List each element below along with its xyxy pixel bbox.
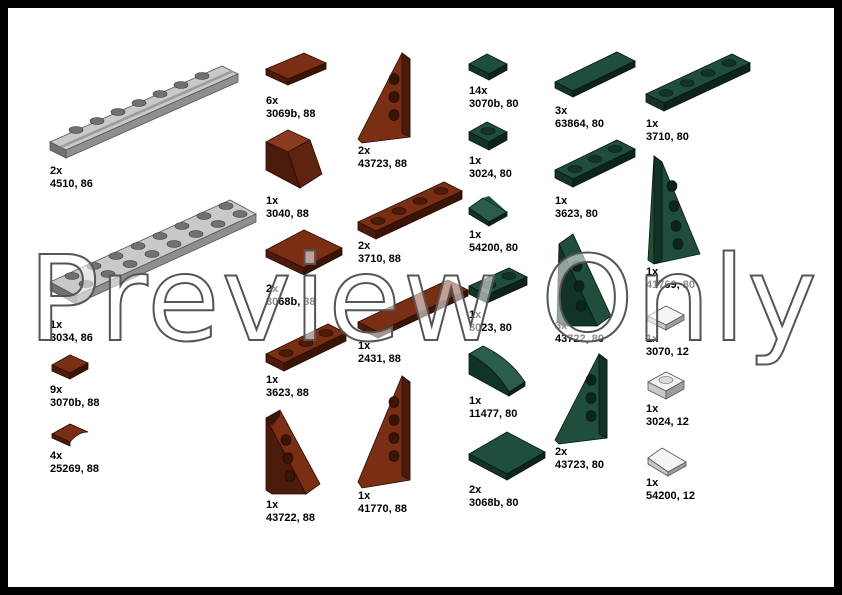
white-plate-1x1-icon <box>647 370 688 402</box>
green-wedge-right-icon <box>555 233 615 327</box>
brown-slope-icon <box>265 129 326 190</box>
brown-quarter-tile-icon <box>51 423 92 448</box>
green-wedge-long-icon <box>646 155 702 266</box>
white-tile-1x1-icon <box>647 305 688 334</box>
green-plate-1x1-icon <box>468 120 511 154</box>
green-plate-1x4-icon <box>645 53 756 116</box>
green-tile-1x1-icon <box>468 53 511 84</box>
brown-wedge-right-icon <box>265 409 326 495</box>
brown-tile-1x1-icon <box>51 354 92 385</box>
green-curved-slope-icon <box>468 344 529 397</box>
grey-plate-2x8-icon <box>49 199 260 310</box>
brown-tile-1x2-icon <box>265 52 330 95</box>
brown-wedge-long-icon <box>357 375 414 490</box>
brown-tile-2x2-icon <box>265 229 346 280</box>
green-wedge-left-icon <box>554 353 611 446</box>
brown-wedge-left-icon <box>357 52 414 145</box>
green-plate-1x2-icon <box>468 267 533 308</box>
brown-plate-1x3-icon <box>265 323 352 374</box>
green-plate-1x3-icon <box>554 139 641 194</box>
brown-tile-1x4-icon <box>357 279 476 344</box>
white-cheese-slope-icon <box>647 446 690 480</box>
green-cheese-slope-icon <box>468 194 511 230</box>
brown-plate-1x4-icon <box>357 181 468 244</box>
green-tile-1x3-icon <box>554 51 641 108</box>
green-tile-2x2-icon <box>468 431 551 484</box>
grey-rail-plate-icon <box>49 60 250 170</box>
